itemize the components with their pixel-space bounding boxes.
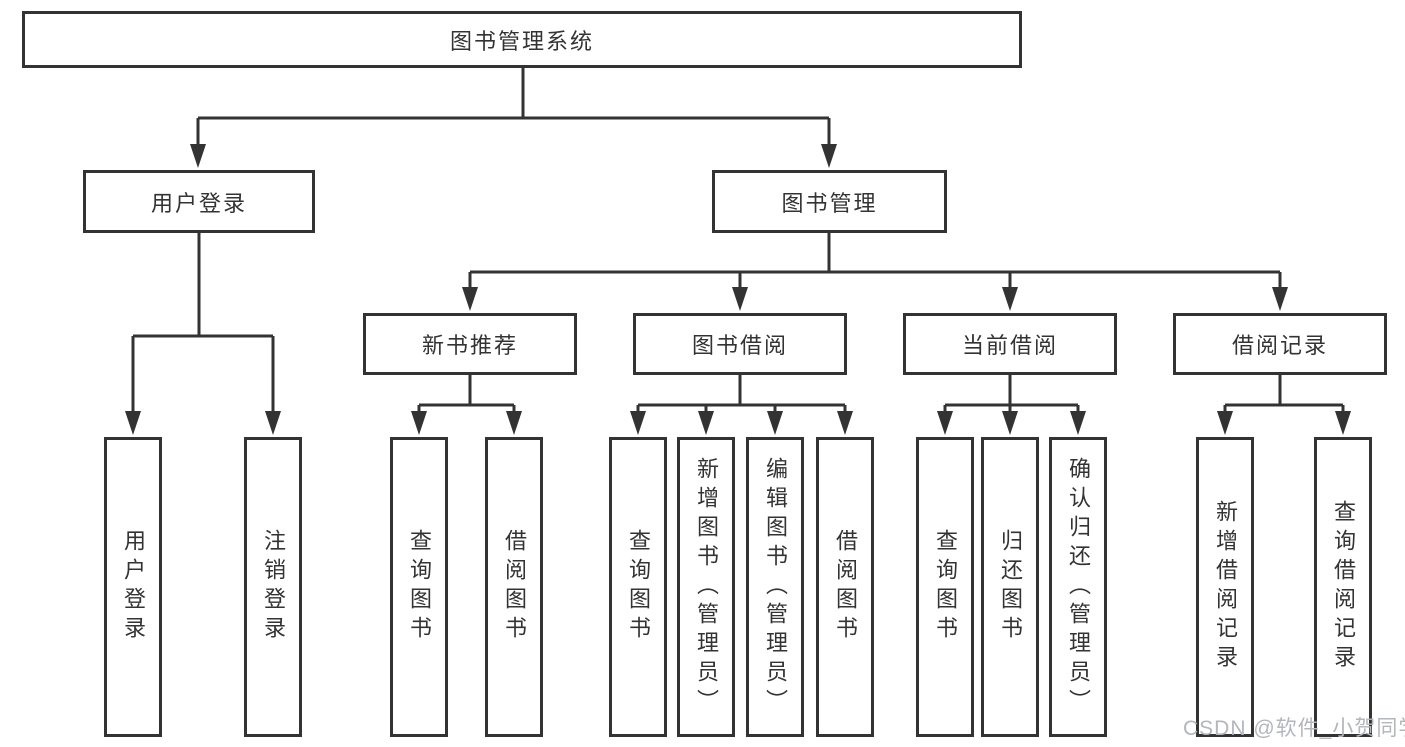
leaf-query-books-borrow-label: 查询图书 [626,529,651,645]
node-book-borrow-label: 图书借阅 [691,333,788,358]
leaf-query-books-recommend: 查询图书 [390,437,448,737]
leaf-borrow-books-recommend-label: 借阅图书 [502,529,527,645]
leaf-user-login: 用户登录 [104,437,162,737]
leaf-add-borrow-record-label: 新增借阅记录 [1213,500,1238,674]
leaf-query-borrow-record-label: 查询借阅记录 [1331,500,1356,674]
leaf-borrow-books-recommend: 借阅图书 [485,437,543,737]
leaf-query-books-current-label: 查询图书 [933,529,958,645]
node-book-management-label: 图书管理 [781,190,878,216]
arrowhead-icons [125,144,1351,435]
node-borrow-records-label: 借阅记录 [1231,333,1328,358]
node-new-book-recommend-label: 新书推荐 [421,333,518,358]
leaf-return-book: 归还图书 [981,437,1039,737]
node-book-borrow: 图书借阅 [633,313,847,375]
leaf-query-books-recommend-label: 查询图书 [407,529,432,645]
leaf-edit-book-admin-label: 编辑图书（管理员） [763,456,788,718]
leaf-add-book-admin-label: 新增图书（管理员） [694,456,719,718]
leaf-add-borrow-record: 新增借阅记录 [1196,437,1254,737]
node-root-label: 图书管理系统 [449,28,594,54]
node-current-borrow: 当前借阅 [903,313,1117,375]
leaf-add-book-admin: 新增图书（管理员） [677,437,735,737]
leaf-query-borrow-record: 查询借阅记录 [1314,437,1372,737]
node-new-book-recommend: 新书推荐 [363,313,577,375]
node-book-management: 图书管理 [712,170,947,233]
leaf-logout-label: 注销登录 [261,529,286,645]
leaf-query-books-current: 查询图书 [916,437,974,737]
node-borrow-records: 借阅记录 [1173,313,1387,375]
leaf-logout: 注销登录 [244,437,302,737]
leaf-borrow-books: 借阅图书 [816,437,874,737]
leaf-edit-book-admin: 编辑图书（管理员） [746,437,804,737]
leaf-user-login-label: 用户登录 [121,529,146,645]
leaf-borrow-books-label: 借阅图书 [833,529,858,645]
node-current-borrow-label: 当前借阅 [961,333,1058,358]
node-user-login-label: 用户登录 [150,190,247,216]
leaf-confirm-return-admin: 确认归还（管理员） [1049,437,1107,737]
leaf-confirm-return-admin-label: 确认归还（管理员） [1066,456,1091,718]
leaf-query-books-borrow: 查询图书 [609,437,667,737]
node-user-login: 用户登录 [83,170,315,233]
leaf-return-book-label: 归还图书 [998,529,1023,645]
node-root: 图书管理系统 [22,11,1022,68]
csdn-watermark: CSDN @软件_小贺同学 [1183,717,1405,740]
